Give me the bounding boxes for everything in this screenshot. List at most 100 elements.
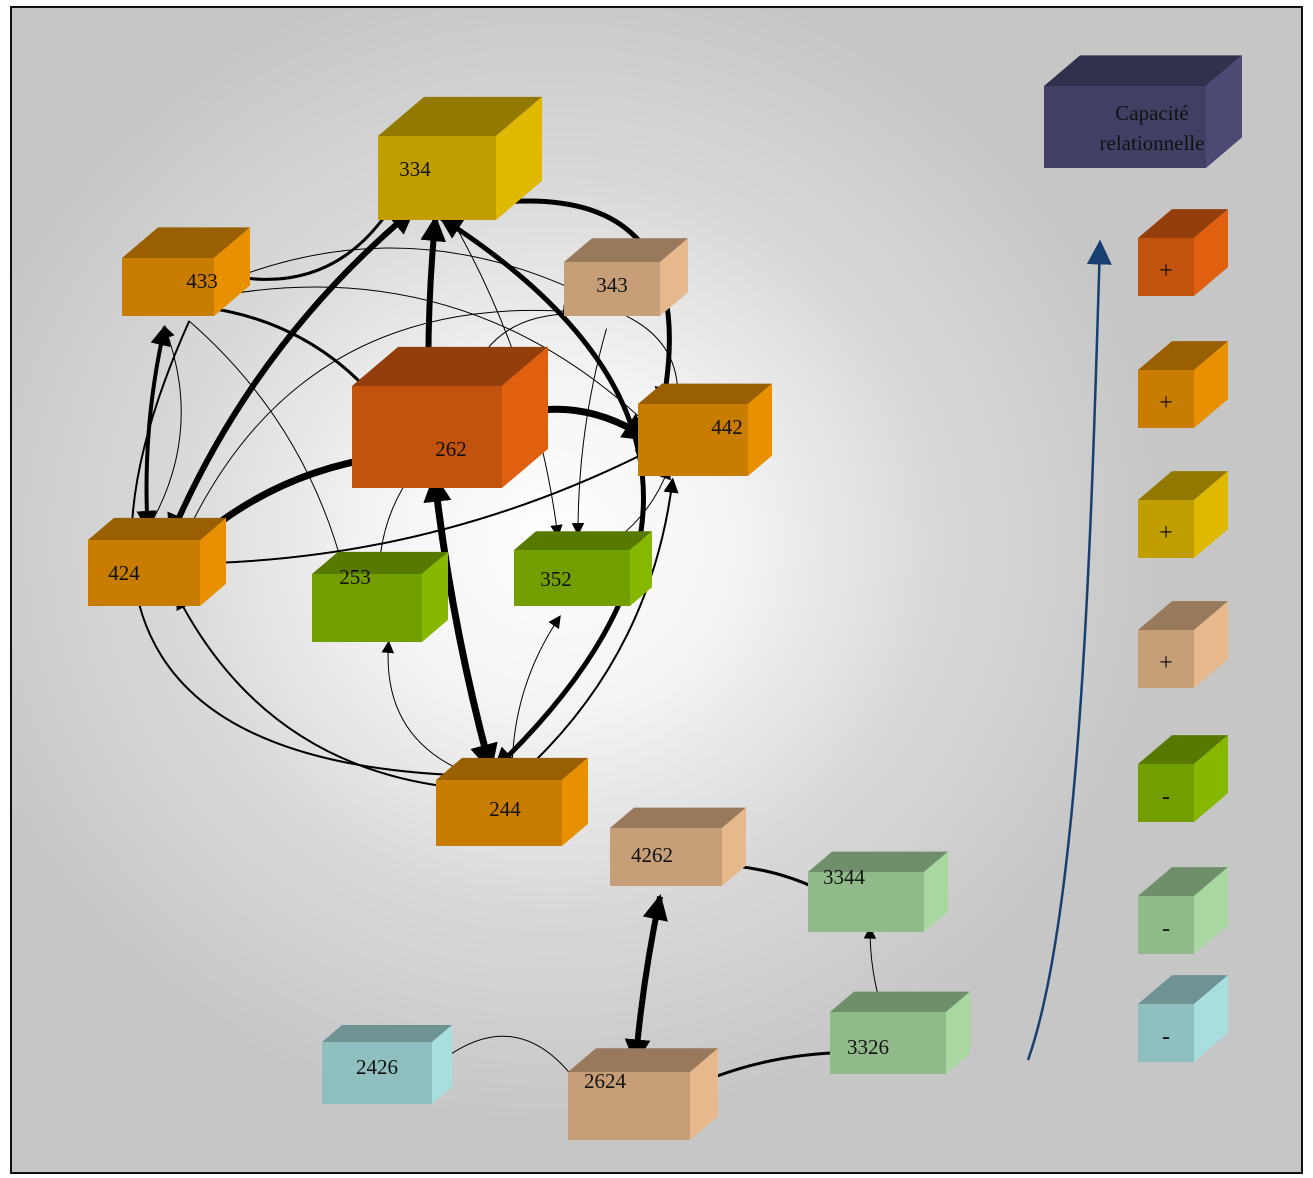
node-2624: 2624 bbox=[568, 1048, 718, 1140]
node-442-side-face bbox=[748, 383, 772, 476]
legend-level-1-front-face bbox=[1138, 238, 1194, 296]
node-244-side-face bbox=[562, 757, 588, 846]
legend-title-line2: relationnelle bbox=[1100, 131, 1205, 155]
node-433-side-face bbox=[214, 227, 250, 316]
legend-title-line1: Capacité bbox=[1115, 101, 1188, 125]
node-334: 334 bbox=[378, 96, 542, 220]
node-label-3344: 3344 bbox=[823, 865, 866, 889]
node-442-top-face bbox=[638, 383, 772, 404]
legend-level-sign-5: - bbox=[1162, 784, 1170, 810]
legend-levels: ++++--- bbox=[1138, 209, 1228, 1062]
node-352-side-face bbox=[630, 531, 652, 606]
node-343-side-face bbox=[660, 238, 688, 316]
legend-level-2-front-face bbox=[1138, 370, 1194, 428]
legend-level-7: - bbox=[1138, 975, 1228, 1062]
legend-level-1-top-face bbox=[1138, 209, 1228, 238]
node-3326: 3326 bbox=[830, 991, 970, 1074]
legend-level-6-top-face bbox=[1138, 867, 1228, 896]
legend-level-4-front-face bbox=[1138, 630, 1194, 688]
node-4262-front-face bbox=[610, 828, 722, 886]
node-2426-side-face bbox=[432, 1025, 452, 1104]
node-label-244: 244 bbox=[489, 797, 521, 821]
link-334-442 bbox=[462, 191, 678, 411]
node-352: 352 bbox=[514, 531, 652, 606]
node-label-334: 334 bbox=[399, 157, 431, 181]
legend: Capacité relationnelle ++++--- bbox=[1026, 55, 1242, 1062]
node-262-side-face bbox=[502, 346, 548, 488]
legend-level-2-top-face bbox=[1138, 341, 1228, 370]
node-label-424: 424 bbox=[108, 561, 140, 585]
legend-level-7-front-face bbox=[1138, 1004, 1194, 1062]
node-3326-front-face bbox=[830, 1012, 946, 1074]
node-2624-side-face bbox=[690, 1048, 718, 1140]
node-3344-side-face bbox=[924, 851, 948, 932]
node-334-front-face bbox=[378, 136, 496, 220]
node-433: 433 bbox=[122, 227, 250, 316]
legend-level-5-top-face bbox=[1138, 735, 1228, 764]
legend-level-5: - bbox=[1138, 735, 1228, 822]
links-layer bbox=[130, 191, 887, 1102]
node-343: 343 bbox=[564, 238, 688, 316]
node-334-side-face bbox=[496, 96, 542, 220]
link-433-442 bbox=[206, 286, 652, 429]
legend-level-7-top-face bbox=[1138, 975, 1228, 1004]
legend-level-7-side-face bbox=[1194, 975, 1228, 1062]
legend-level-sign-3: + bbox=[1159, 520, 1173, 546]
legend-level-4-top-face bbox=[1138, 601, 1228, 630]
legend-level-sign-4: + bbox=[1159, 650, 1173, 676]
legend-level-3-front-face bbox=[1138, 500, 1194, 558]
legend-level-4: + bbox=[1138, 601, 1228, 688]
node-label-3326: 3326 bbox=[847, 1035, 889, 1059]
legend-title-cube-side-face bbox=[1206, 55, 1242, 168]
node-253-front-face bbox=[312, 574, 422, 642]
link-433-244 bbox=[130, 320, 478, 784]
node-4262-top-face bbox=[610, 807, 746, 828]
node-2426: 2426 bbox=[322, 1025, 452, 1104]
node-label-2624: 2624 bbox=[584, 1069, 627, 1093]
node-442: 442 bbox=[638, 383, 772, 476]
legend-level-3-side-face bbox=[1194, 471, 1228, 558]
node-3344-front-face bbox=[808, 872, 924, 932]
link-244-442 bbox=[516, 477, 679, 779]
legend-level-1-side-face bbox=[1194, 209, 1228, 296]
node-label-253: 253 bbox=[339, 565, 371, 589]
legend-level-6-front-face bbox=[1138, 896, 1194, 954]
link-4262-2624 bbox=[624, 894, 668, 1066]
legend-level-5-side-face bbox=[1194, 735, 1228, 822]
link-343-352 bbox=[571, 328, 607, 536]
legend-title-box bbox=[1044, 55, 1242, 168]
link-352-244 bbox=[505, 615, 561, 773]
legend-level-sign-7: - bbox=[1162, 1024, 1170, 1050]
legend-level-3: + bbox=[1138, 471, 1228, 558]
legend-level-4-side-face bbox=[1194, 601, 1228, 688]
legend-scale-arrow bbox=[1026, 239, 1112, 1061]
node-4262-side-face bbox=[722, 807, 746, 886]
legend-level-6-side-face bbox=[1194, 867, 1228, 954]
node-244-top-face bbox=[436, 757, 588, 780]
node-352-front-face bbox=[514, 550, 630, 606]
node-4262: 4262 bbox=[610, 807, 746, 886]
legend-title-cube bbox=[1044, 55, 1242, 168]
node-433-front-face bbox=[122, 258, 214, 316]
legend-level-2-side-face bbox=[1194, 341, 1228, 428]
node-442-front-face bbox=[638, 404, 748, 476]
node-label-433: 433 bbox=[186, 269, 218, 293]
legend-level-sign-1: + bbox=[1159, 258, 1173, 284]
node-262-top-face bbox=[352, 346, 548, 386]
node-424-top-face bbox=[88, 517, 226, 540]
node-244: 244 bbox=[436, 757, 588, 846]
node-424-side-face bbox=[200, 517, 226, 606]
node-334-top-face bbox=[378, 96, 542, 136]
node-label-442: 442 bbox=[711, 415, 743, 439]
legend-level-sign-6: - bbox=[1162, 916, 1170, 942]
node-253: 253 bbox=[312, 551, 448, 642]
legend-title-cube-front-face bbox=[1044, 86, 1206, 168]
legend-level-1: + bbox=[1138, 209, 1228, 296]
legend-level-3-top-face bbox=[1138, 471, 1228, 500]
node-label-2426: 2426 bbox=[356, 1055, 398, 1079]
node-262-front-face bbox=[352, 386, 502, 488]
node-3344: 3344 bbox=[808, 851, 948, 932]
